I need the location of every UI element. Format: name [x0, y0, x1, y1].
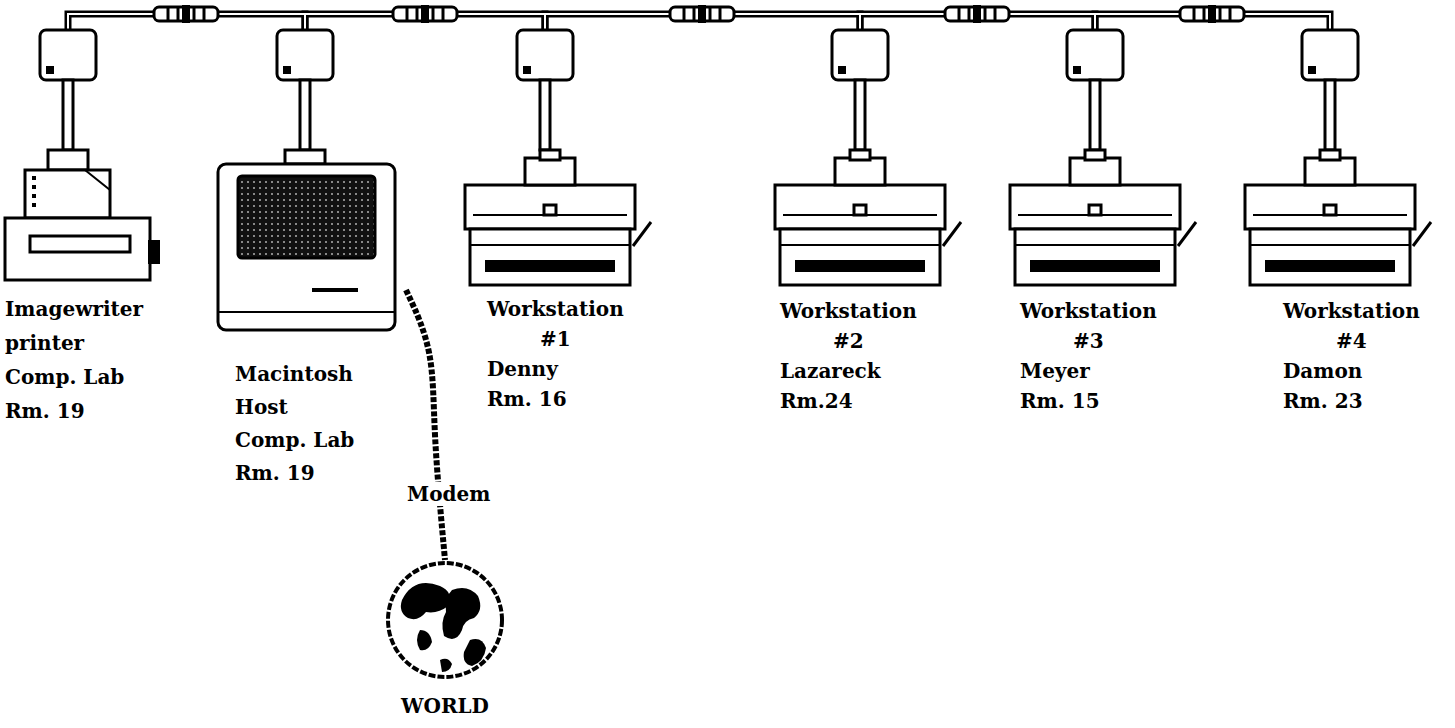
location-text: Comp. Lab	[235, 424, 406, 457]
location-text: Comp. Lab	[5, 360, 166, 394]
workstation-node: Workstation #1DennyRm. 16	[465, 30, 657, 414]
location-text: Rm. 23	[1283, 386, 1451, 416]
globe-node: WORLD	[385, 560, 505, 718]
cable-label: Modem	[404, 482, 493, 506]
device-name: Workstation #3	[1020, 296, 1157, 356]
location-text: Meyer	[1020, 356, 1190, 386]
location-text: Rm. 19	[5, 394, 166, 428]
imagewriter-icon	[5, 150, 160, 280]
workstation-icons	[465, 150, 1431, 285]
cable-couplers	[154, 5, 1244, 23]
device-name: Macintosh Host	[235, 358, 353, 424]
device-name: Workstation #2	[780, 296, 954, 356]
device-name: Macintosh Host	[235, 358, 406, 424]
workstation-node: Workstation #4DamonRm. 23	[1245, 30, 1451, 416]
device-name: Workstation #1	[487, 294, 624, 354]
device-name: Workstation #3	[1020, 296, 1190, 356]
device-name: Workstation #1	[487, 294, 657, 354]
device-name: WORLD	[401, 694, 489, 718]
modem-cable	[406, 290, 445, 560]
location-text: Denny	[487, 354, 657, 384]
device-name: Imagewriter printer	[5, 292, 143, 360]
location-text: Lazareck	[780, 356, 954, 386]
location-text: Rm. 15	[1020, 386, 1190, 416]
device-name: Imagewriter printer	[5, 292, 166, 360]
device-name: Workstation #2	[780, 296, 917, 356]
device-name: WORLD	[385, 694, 505, 718]
printer-node: Imagewriter printerComp. LabRm. 19	[5, 30, 166, 428]
location-text: Damon	[1283, 356, 1451, 386]
transceivers	[40, 30, 1358, 150]
workstation-node: Workstation #2LazareckRm.24	[772, 30, 954, 416]
device-name: Workstation #4	[1283, 296, 1420, 356]
location-text: Rm.24	[780, 386, 954, 416]
device-name: Workstation #4	[1283, 296, 1451, 356]
host-node: Macintosh HostComp. LabRm. 19	[218, 30, 406, 490]
macintosh-icon	[218, 150, 395, 330]
workstation-node: Workstation #3MeyerRm. 15	[1008, 30, 1190, 416]
location-text: Rm. 16	[487, 384, 657, 414]
globe-icon	[388, 563, 502, 677]
location-text: Rm. 19	[235, 457, 406, 490]
